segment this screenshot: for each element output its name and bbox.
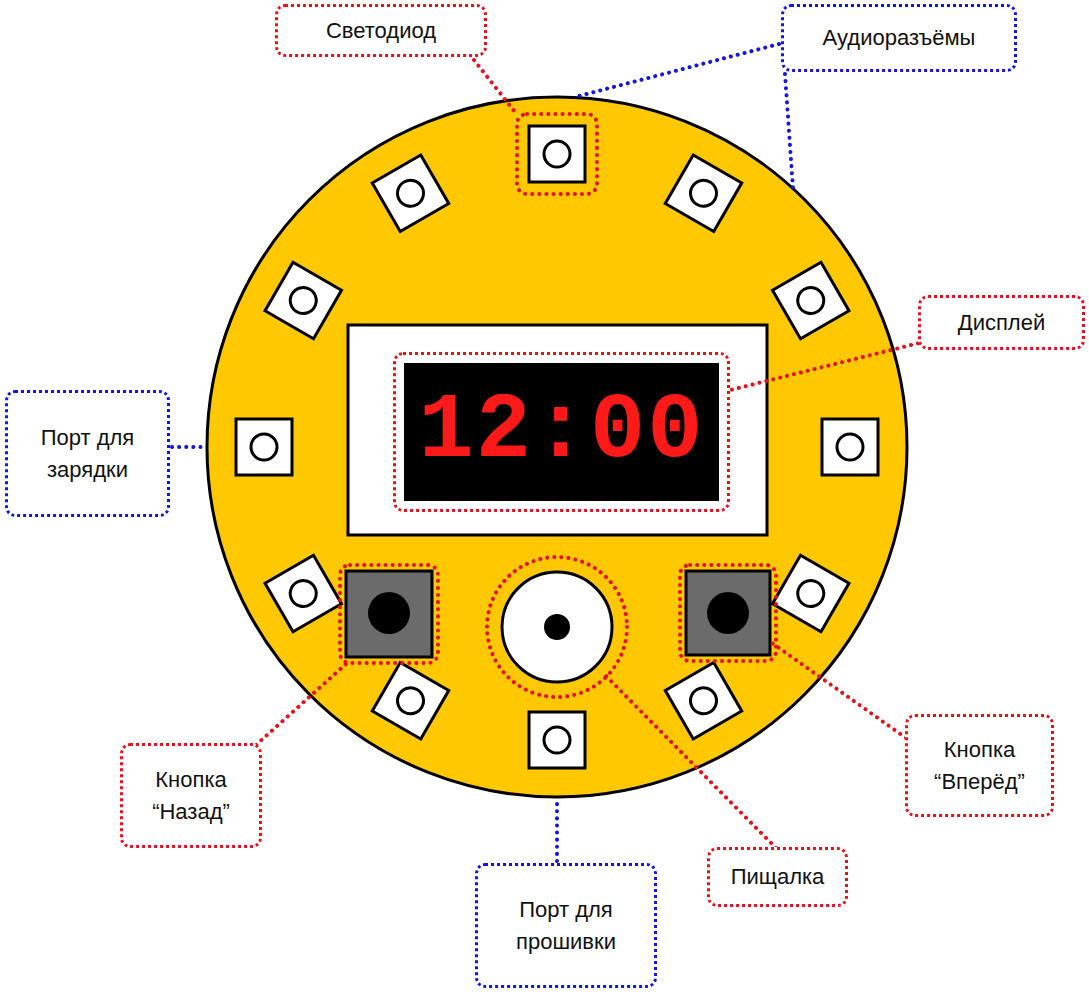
leader-line (772, 643, 906, 738)
leader-line (575, 44, 779, 97)
leader-line (474, 60, 515, 112)
led-highlight (517, 114, 597, 194)
callout-text: Кнопка “Вперёд” (918, 734, 1041, 798)
callout-box: Кнопка “Вперёд” (905, 714, 1054, 817)
leader-connector (730, 343, 918, 390)
callout-box: Аудиоразъёмы (781, 4, 1017, 72)
led-lens (793, 576, 829, 612)
callout-text: Порт для прошивки (488, 894, 644, 958)
button-cap (368, 592, 410, 634)
led-square (529, 126, 585, 182)
callout-text: Аудиоразъёмы (823, 22, 976, 54)
callout-text: Кнопка “Назад” (133, 764, 249, 828)
led-lens (393, 683, 429, 719)
leader-line (730, 343, 918, 390)
leader-line (555, 798, 559, 861)
callout-box: Светодиод (275, 4, 487, 57)
back-button (346, 571, 432, 657)
button-highlight (340, 565, 438, 663)
led-lens (285, 576, 321, 612)
led-lens (686, 175, 722, 211)
callout-box: Дисплей (918, 295, 1085, 350)
callout-text: Дисплей (958, 307, 1045, 339)
callout-box: Пищалка (707, 847, 848, 907)
led-square (236, 419, 292, 475)
led-lens (686, 683, 722, 719)
callout-text: Светодиод (326, 15, 436, 47)
led-lens (544, 727, 570, 753)
button-highlight (680, 565, 776, 661)
led-lens (285, 283, 321, 319)
leader-line (256, 664, 346, 745)
callout-box: Кнопка “Назад” (120, 743, 262, 848)
led-lens (837, 434, 863, 460)
led-lens (544, 141, 570, 167)
buzzer (502, 572, 612, 682)
led-lens (793, 283, 829, 319)
leader-line (606, 676, 776, 848)
led-square (529, 712, 585, 768)
led-square (822, 419, 878, 475)
forward-button (686, 571, 770, 655)
led-ring (236, 126, 878, 768)
led-square (372, 155, 448, 231)
led-square (265, 262, 341, 338)
display-screen: 12:00 (393, 352, 730, 512)
leader-line (785, 74, 793, 188)
led-square (665, 662, 741, 738)
led-square (772, 262, 848, 338)
blue-leaders (172, 44, 793, 861)
display-frame (348, 325, 767, 535)
button-cap (707, 592, 749, 634)
callout-text: Пищалка (731, 861, 825, 893)
callout-box: Порт для зарядки (5, 390, 170, 517)
led-lens (393, 175, 429, 211)
led-square (772, 555, 848, 631)
part-highlights (340, 114, 776, 697)
leader-line (172, 445, 207, 449)
led-lens (251, 434, 277, 460)
display-digits: 12:00 (418, 386, 704, 478)
callout-text: Порт для зарядки (18, 422, 157, 486)
buzzer-hole (544, 614, 570, 640)
led-display: 12:00 (404, 363, 719, 501)
device-housing (207, 97, 907, 797)
led-square (265, 555, 341, 631)
led-square (372, 662, 448, 738)
led-square (665, 155, 741, 231)
callout-box: Порт для прошивки (475, 863, 657, 988)
red-leaders (256, 60, 906, 848)
